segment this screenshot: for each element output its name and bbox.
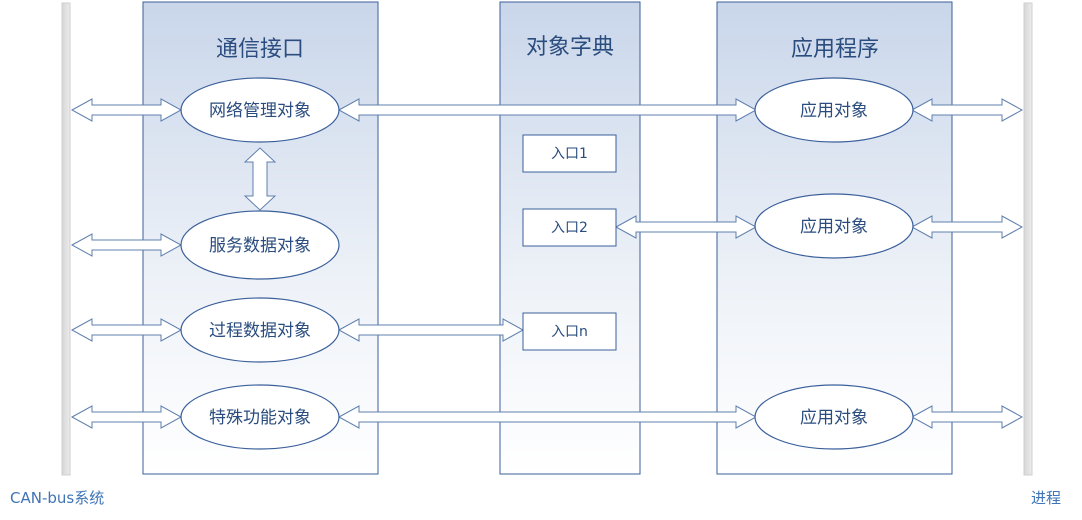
app-3-process-arrow [910,405,1024,429]
object-dictionary-title: 对象字典 [526,35,614,60]
application-title: 应用程序 [791,37,879,62]
app-1-process-arrow [910,98,1024,122]
nmt-sdo-arrow [243,147,277,211]
special-function-object-label: 特殊功能对象 [209,408,311,428]
dict-entry-1-box [522,134,617,173]
app-object-1-oval [754,77,914,143]
special-function-object-oval [180,384,340,450]
sdo-object-oval [180,210,340,280]
sdo-object-label: 服务数据对象 [209,236,311,256]
bus-special-arrow [70,405,183,429]
nmt-object-label: 网络管理对象 [209,101,311,121]
bus-nmt-arrow [70,98,183,122]
app-object-3-oval [754,384,914,450]
dict-entry-1-label: 入口1 [551,146,588,162]
bus-sdo-arrow [70,233,183,257]
app-object-2-label: 应用对象 [800,217,868,237]
nmt-object-oval [180,77,340,143]
pdo-object-oval [180,297,340,363]
dict-entry-n-label: 入口n [551,324,588,340]
comm-interface-title: 通信接口 [216,37,304,62]
dict-entry-2-box [522,208,617,247]
can-bus-bar [61,2,71,476]
dict-entry-2-label: 入口2 [551,220,588,236]
bus-pdo-arrow [70,318,183,342]
dict-entry-n-box [522,312,617,351]
app-2-process-arrow [910,215,1024,239]
pdo-object-label: 过程数据对象 [209,321,311,341]
process-bar [1023,2,1033,476]
can-bus-label: CAN-bus系统 [10,489,104,507]
process-label: 进程 [1031,489,1061,507]
app-object-2-oval [754,193,914,259]
app-object-3-label: 应用对象 [800,408,868,428]
app-object-1-label: 应用对象 [800,101,868,121]
